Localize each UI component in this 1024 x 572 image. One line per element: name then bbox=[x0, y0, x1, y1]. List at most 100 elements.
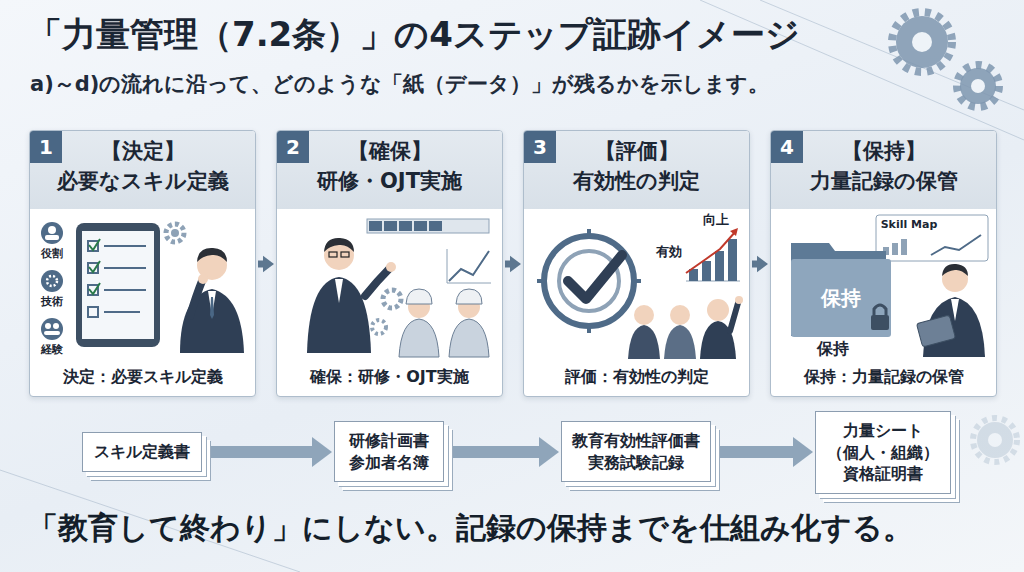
document-name: 教育有効性評価書 実務試験記録 bbox=[570, 430, 702, 473]
arrow-head bbox=[539, 437, 559, 467]
step-heading: 【保持】 bbox=[771, 137, 996, 165]
drawing-part bbox=[45, 323, 51, 329]
drawing-part bbox=[307, 277, 371, 353]
drawing-part bbox=[44, 331, 60, 335]
step-heading: 有効性の判定 bbox=[524, 167, 749, 195]
flow-arrow bbox=[713, 437, 813, 467]
evidence-document: スキル定義書 bbox=[82, 432, 202, 472]
subtitle: a)～d)の流れに沿って、どのような「紙（データ）」が残るかを示します。 bbox=[30, 70, 769, 98]
drawing-part bbox=[197, 248, 227, 262]
step-number-badge: 4 bbox=[771, 131, 803, 163]
document-name: 力量シート（個人・組織） 資格証明書 bbox=[824, 420, 942, 485]
arrow-head bbox=[263, 256, 274, 273]
drawing-part bbox=[883, 239, 907, 255]
step-heading: 力量記録の保管 bbox=[771, 167, 996, 195]
flow-arrow bbox=[204, 437, 332, 467]
step-number: 1 bbox=[39, 135, 53, 159]
drawing-part bbox=[190, 281, 202, 316]
step-number: 4 bbox=[780, 135, 794, 159]
drawing-part bbox=[341, 252, 349, 257]
drawing-part bbox=[166, 224, 184, 242]
step-heading: 【確保】 bbox=[277, 137, 502, 165]
drawing-part bbox=[931, 235, 981, 255]
drawing-part bbox=[383, 290, 401, 308]
drawing-part bbox=[971, 79, 985, 93]
step-heading: 必要なスキル定義 bbox=[30, 167, 255, 195]
drawing-part bbox=[89, 283, 100, 294]
drawing-part bbox=[76, 223, 160, 347]
drawing-part bbox=[977, 422, 1013, 458]
icon-label: 経験 bbox=[41, 342, 63, 357]
drawing-part bbox=[730, 303, 738, 331]
drawing-part bbox=[429, 221, 442, 231]
drawing-part bbox=[901, 239, 907, 255]
drawing-part bbox=[871, 315, 889, 330]
drawing-part bbox=[587, 229, 591, 239]
drawing-part bbox=[53, 323, 59, 329]
drawing-part bbox=[369, 221, 382, 231]
drawing-part bbox=[367, 219, 489, 233]
drawing-part bbox=[399, 289, 489, 357]
drawing-part bbox=[916, 315, 955, 347]
flow-arrow bbox=[446, 437, 559, 467]
drawing-part bbox=[414, 221, 427, 231]
drawing-part bbox=[715, 251, 724, 281]
drawing-part bbox=[180, 289, 244, 353]
drawing-part bbox=[951, 299, 959, 321]
drawing-part bbox=[104, 267, 146, 269]
icon-label: 役割 bbox=[41, 246, 63, 261]
drawing-part bbox=[449, 319, 489, 357]
arrow-shaft bbox=[713, 446, 794, 458]
step-number: 3 bbox=[533, 135, 547, 159]
step-number-badge: 1 bbox=[30, 131, 62, 163]
drawing-part bbox=[631, 279, 641, 283]
drawing-part bbox=[89, 261, 100, 272]
drawing-part bbox=[89, 239, 100, 250]
arrow-head bbox=[793, 437, 813, 467]
drawing-part bbox=[47, 276, 57, 286]
drawing-part bbox=[104, 245, 146, 247]
drawing-part bbox=[399, 221, 412, 231]
folder-caption: 保持 bbox=[817, 339, 849, 360]
drawing-part bbox=[88, 239, 146, 317]
drawing-part bbox=[973, 418, 1017, 462]
drawing-part bbox=[670, 305, 690, 325]
drawing-part bbox=[447, 283, 491, 284]
drawing-part bbox=[399, 319, 439, 357]
drawing-part bbox=[456, 289, 482, 304]
document-name: スキル定義書 bbox=[91, 441, 193, 463]
arrow-shaft bbox=[204, 446, 313, 458]
evidence-document: 教育有効性評価書 実務試験記録 bbox=[561, 421, 711, 482]
step-footer: 決定：必要スキル定義 bbox=[30, 367, 255, 388]
drawing-part bbox=[329, 252, 337, 257]
drawing-part bbox=[41, 270, 63, 292]
diagram-caption: 「教育して終わり」にしない。記録の保持までを仕組み化する。 bbox=[28, 508, 913, 549]
step-heading: 【評価】 bbox=[524, 137, 749, 165]
chart-label: 向上 bbox=[703, 211, 729, 229]
drawing-part bbox=[942, 264, 968, 276]
drawing-part bbox=[45, 235, 59, 240]
evidence-document: 力量シート（個人・組織） 資格証明書 bbox=[815, 411, 951, 494]
card-label: Skill Map bbox=[881, 218, 938, 231]
arrow-head bbox=[510, 256, 521, 273]
arrow-shaft bbox=[446, 446, 540, 458]
arrow-head bbox=[757, 256, 768, 273]
drawing-part bbox=[198, 274, 208, 284]
drawing-part bbox=[88, 307, 98, 317]
step-panel: 【確保】研修・OJT実施確保：研修・OJT実施2 bbox=[276, 130, 503, 397]
drawing-part bbox=[702, 261, 711, 281]
drawing-part bbox=[369, 221, 442, 231]
drawing-part bbox=[628, 296, 743, 359]
drawing-part bbox=[957, 65, 999, 107]
drawing-part bbox=[48, 226, 56, 234]
step-heading: 【決定】 bbox=[30, 137, 255, 165]
drawing-part bbox=[876, 215, 988, 261]
drawing-part bbox=[449, 251, 489, 281]
folder-label: 保持 bbox=[821, 285, 861, 312]
drawing-part bbox=[892, 12, 952, 72]
drawing-part bbox=[707, 299, 729, 321]
drawing-part bbox=[544, 236, 634, 326]
drawing-part bbox=[628, 325, 660, 359]
step-number-badge: 2 bbox=[277, 131, 309, 163]
drawing-part bbox=[730, 228, 738, 236]
